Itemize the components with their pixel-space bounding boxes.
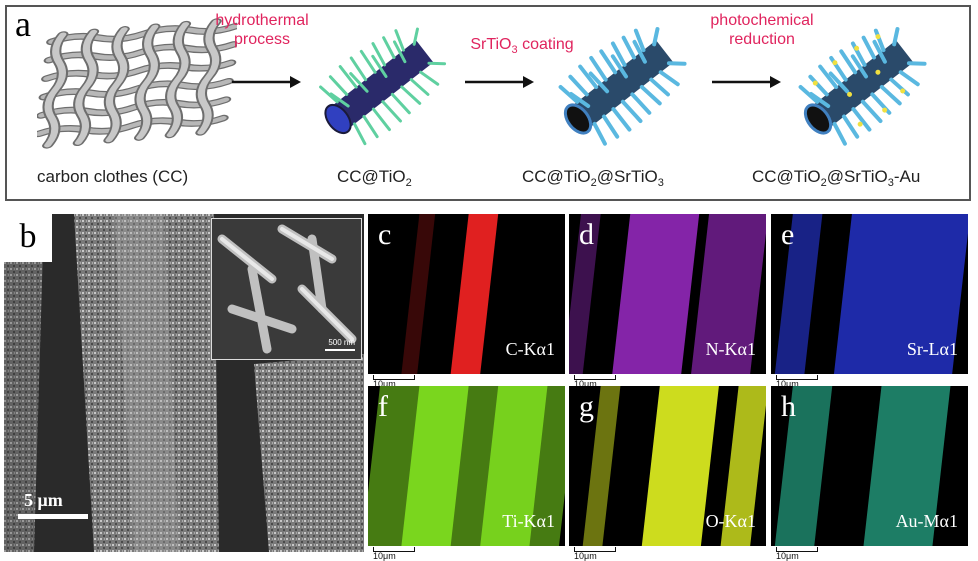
map-scale-bar: 10μm bbox=[574, 375, 634, 389]
eds-map-texture bbox=[774, 386, 951, 546]
eds-map-texture bbox=[368, 386, 565, 546]
scale-bar-label: 10μm bbox=[373, 379, 396, 389]
panel-label-b: b bbox=[19, 218, 37, 255]
caption-part: -Au bbox=[893, 167, 921, 186]
arrow-label-2-part1: SrTiO bbox=[470, 36, 512, 53]
scale-bar-line bbox=[574, 547, 616, 552]
scale-bar-line bbox=[776, 375, 818, 380]
sem-scale-label: 5 μm bbox=[24, 490, 63, 510]
caption-subscript: 3 bbox=[887, 177, 894, 189]
carbon-cloth-illustration bbox=[37, 18, 237, 149]
element-line-label: O-Kα1 bbox=[705, 511, 756, 531]
arrow-right-icon bbox=[232, 76, 301, 88]
scale-bar-label: 10μm bbox=[373, 551, 396, 561]
element-signal-region bbox=[774, 386, 833, 546]
panel-label-g: g bbox=[579, 390, 594, 423]
scale-bar-label: 10μm bbox=[574, 379, 597, 389]
scale-bar-label: 10μm bbox=[776, 551, 799, 561]
inset-scale-label: 500 nm bbox=[328, 338, 355, 347]
panel-label-f: f bbox=[378, 390, 388, 423]
map-scale-bar: 10μm bbox=[776, 547, 836, 561]
arrow-right-icon bbox=[712, 76, 781, 88]
caption-subscript: 2 bbox=[405, 177, 412, 189]
panel-label-c: c bbox=[378, 218, 392, 251]
nanorod-inset-texture bbox=[212, 219, 361, 359]
element-signal-region bbox=[691, 214, 766, 374]
arrow-label-2-part2: coating bbox=[517, 36, 574, 53]
caption-subscript: 2 bbox=[590, 177, 597, 189]
element-line-label: Ti-Kα1 bbox=[502, 511, 555, 531]
caption-part: CC@TiO bbox=[337, 167, 406, 186]
caption-part: CC@TiO bbox=[522, 167, 591, 186]
scale-bar-line bbox=[574, 375, 616, 380]
scale-bar-label: 10μm bbox=[776, 379, 799, 389]
arrow-label-1-line2: process bbox=[233, 31, 291, 48]
tio2-nanorod-fiber bbox=[319, 27, 447, 146]
panel-label-d: d bbox=[579, 218, 594, 251]
arrow-label-3-line2: reduction bbox=[729, 31, 795, 48]
element-signal-region bbox=[401, 386, 469, 546]
arrow-label-1-line1: hydrothermal bbox=[215, 12, 309, 29]
element-signal-region bbox=[833, 214, 968, 374]
eds-map-texture bbox=[401, 214, 499, 374]
eds-map-texture bbox=[569, 214, 766, 374]
caption-part: CC@TiO bbox=[752, 167, 821, 186]
map-scale-bar: 10μm bbox=[373, 375, 433, 389]
caption-part: @SrTiO bbox=[826, 167, 888, 186]
element-line-label: N-Kα1 bbox=[705, 339, 756, 359]
element-line-label: C-Kα1 bbox=[505, 339, 555, 359]
arrow-label-1: hydrothermal process bbox=[207, 11, 317, 49]
element-line-label: Sr-Lα1 bbox=[906, 339, 958, 359]
element-signal-region bbox=[774, 214, 823, 374]
schematic-panel: a bbox=[5, 4, 971, 201]
srtio3-coated-fiber bbox=[558, 27, 687, 146]
sem-scale-bar bbox=[18, 514, 88, 519]
panel-label-h: h bbox=[781, 390, 796, 423]
scale-bar-line bbox=[373, 547, 415, 552]
element-signal-region bbox=[401, 214, 436, 374]
sem-image: b 500 nm 5 μm bbox=[4, 214, 364, 552]
caption-cc-tio2-srtio3: CC@TiO2@SrTiO3 bbox=[522, 167, 664, 189]
eds-map-texture bbox=[582, 386, 766, 546]
caption-subscript: 3 bbox=[657, 177, 664, 189]
element-signal-region bbox=[569, 214, 601, 374]
element-signal-region bbox=[480, 386, 548, 546]
caption-part: @SrTiO bbox=[596, 167, 658, 186]
element-signal-region bbox=[863, 386, 951, 546]
panel-label-e: e bbox=[781, 218, 795, 251]
arrow-label-2-subscript: 3 bbox=[511, 44, 518, 56]
arrow-label-2: SrTiO3 coating bbox=[462, 35, 582, 60]
au-decorated-fiber bbox=[798, 27, 927, 146]
map-scale-bar: 10μm bbox=[776, 375, 836, 389]
map-scale-bar: 10μm bbox=[373, 547, 433, 561]
element-signal-region bbox=[450, 214, 499, 374]
element-signal-region bbox=[582, 386, 621, 546]
sem-inset: 500 nm bbox=[211, 218, 362, 360]
arrow-label-3: photochemical reduction bbox=[702, 11, 822, 49]
caption-cc-tio2: CC@TiO2 bbox=[337, 167, 412, 189]
element-line-label: Au-Mα1 bbox=[895, 511, 958, 531]
scale-bar-label: 10μm bbox=[574, 551, 597, 561]
panel-label-a: a bbox=[15, 4, 31, 44]
element-signal-region bbox=[612, 214, 700, 374]
arrow-right-icon bbox=[465, 76, 534, 88]
caption-carbon-cloth: carbon clothes (CC) bbox=[37, 167, 189, 186]
scale-bar-line bbox=[373, 375, 415, 380]
panel-label-b-box: b bbox=[4, 214, 52, 262]
arrow-label-3-line1: photochemical bbox=[710, 12, 814, 29]
eds-map-texture bbox=[774, 214, 968, 374]
caption-cc-tio2-srtio3-au: CC@TiO2@SrTiO3-Au bbox=[752, 167, 920, 189]
map-scale-bar: 10μm bbox=[574, 547, 634, 561]
scale-bar-line bbox=[776, 547, 818, 552]
caption-subscript: 2 bbox=[820, 177, 827, 189]
element-signal-region bbox=[641, 386, 719, 546]
inset-scale-bar bbox=[325, 349, 355, 351]
